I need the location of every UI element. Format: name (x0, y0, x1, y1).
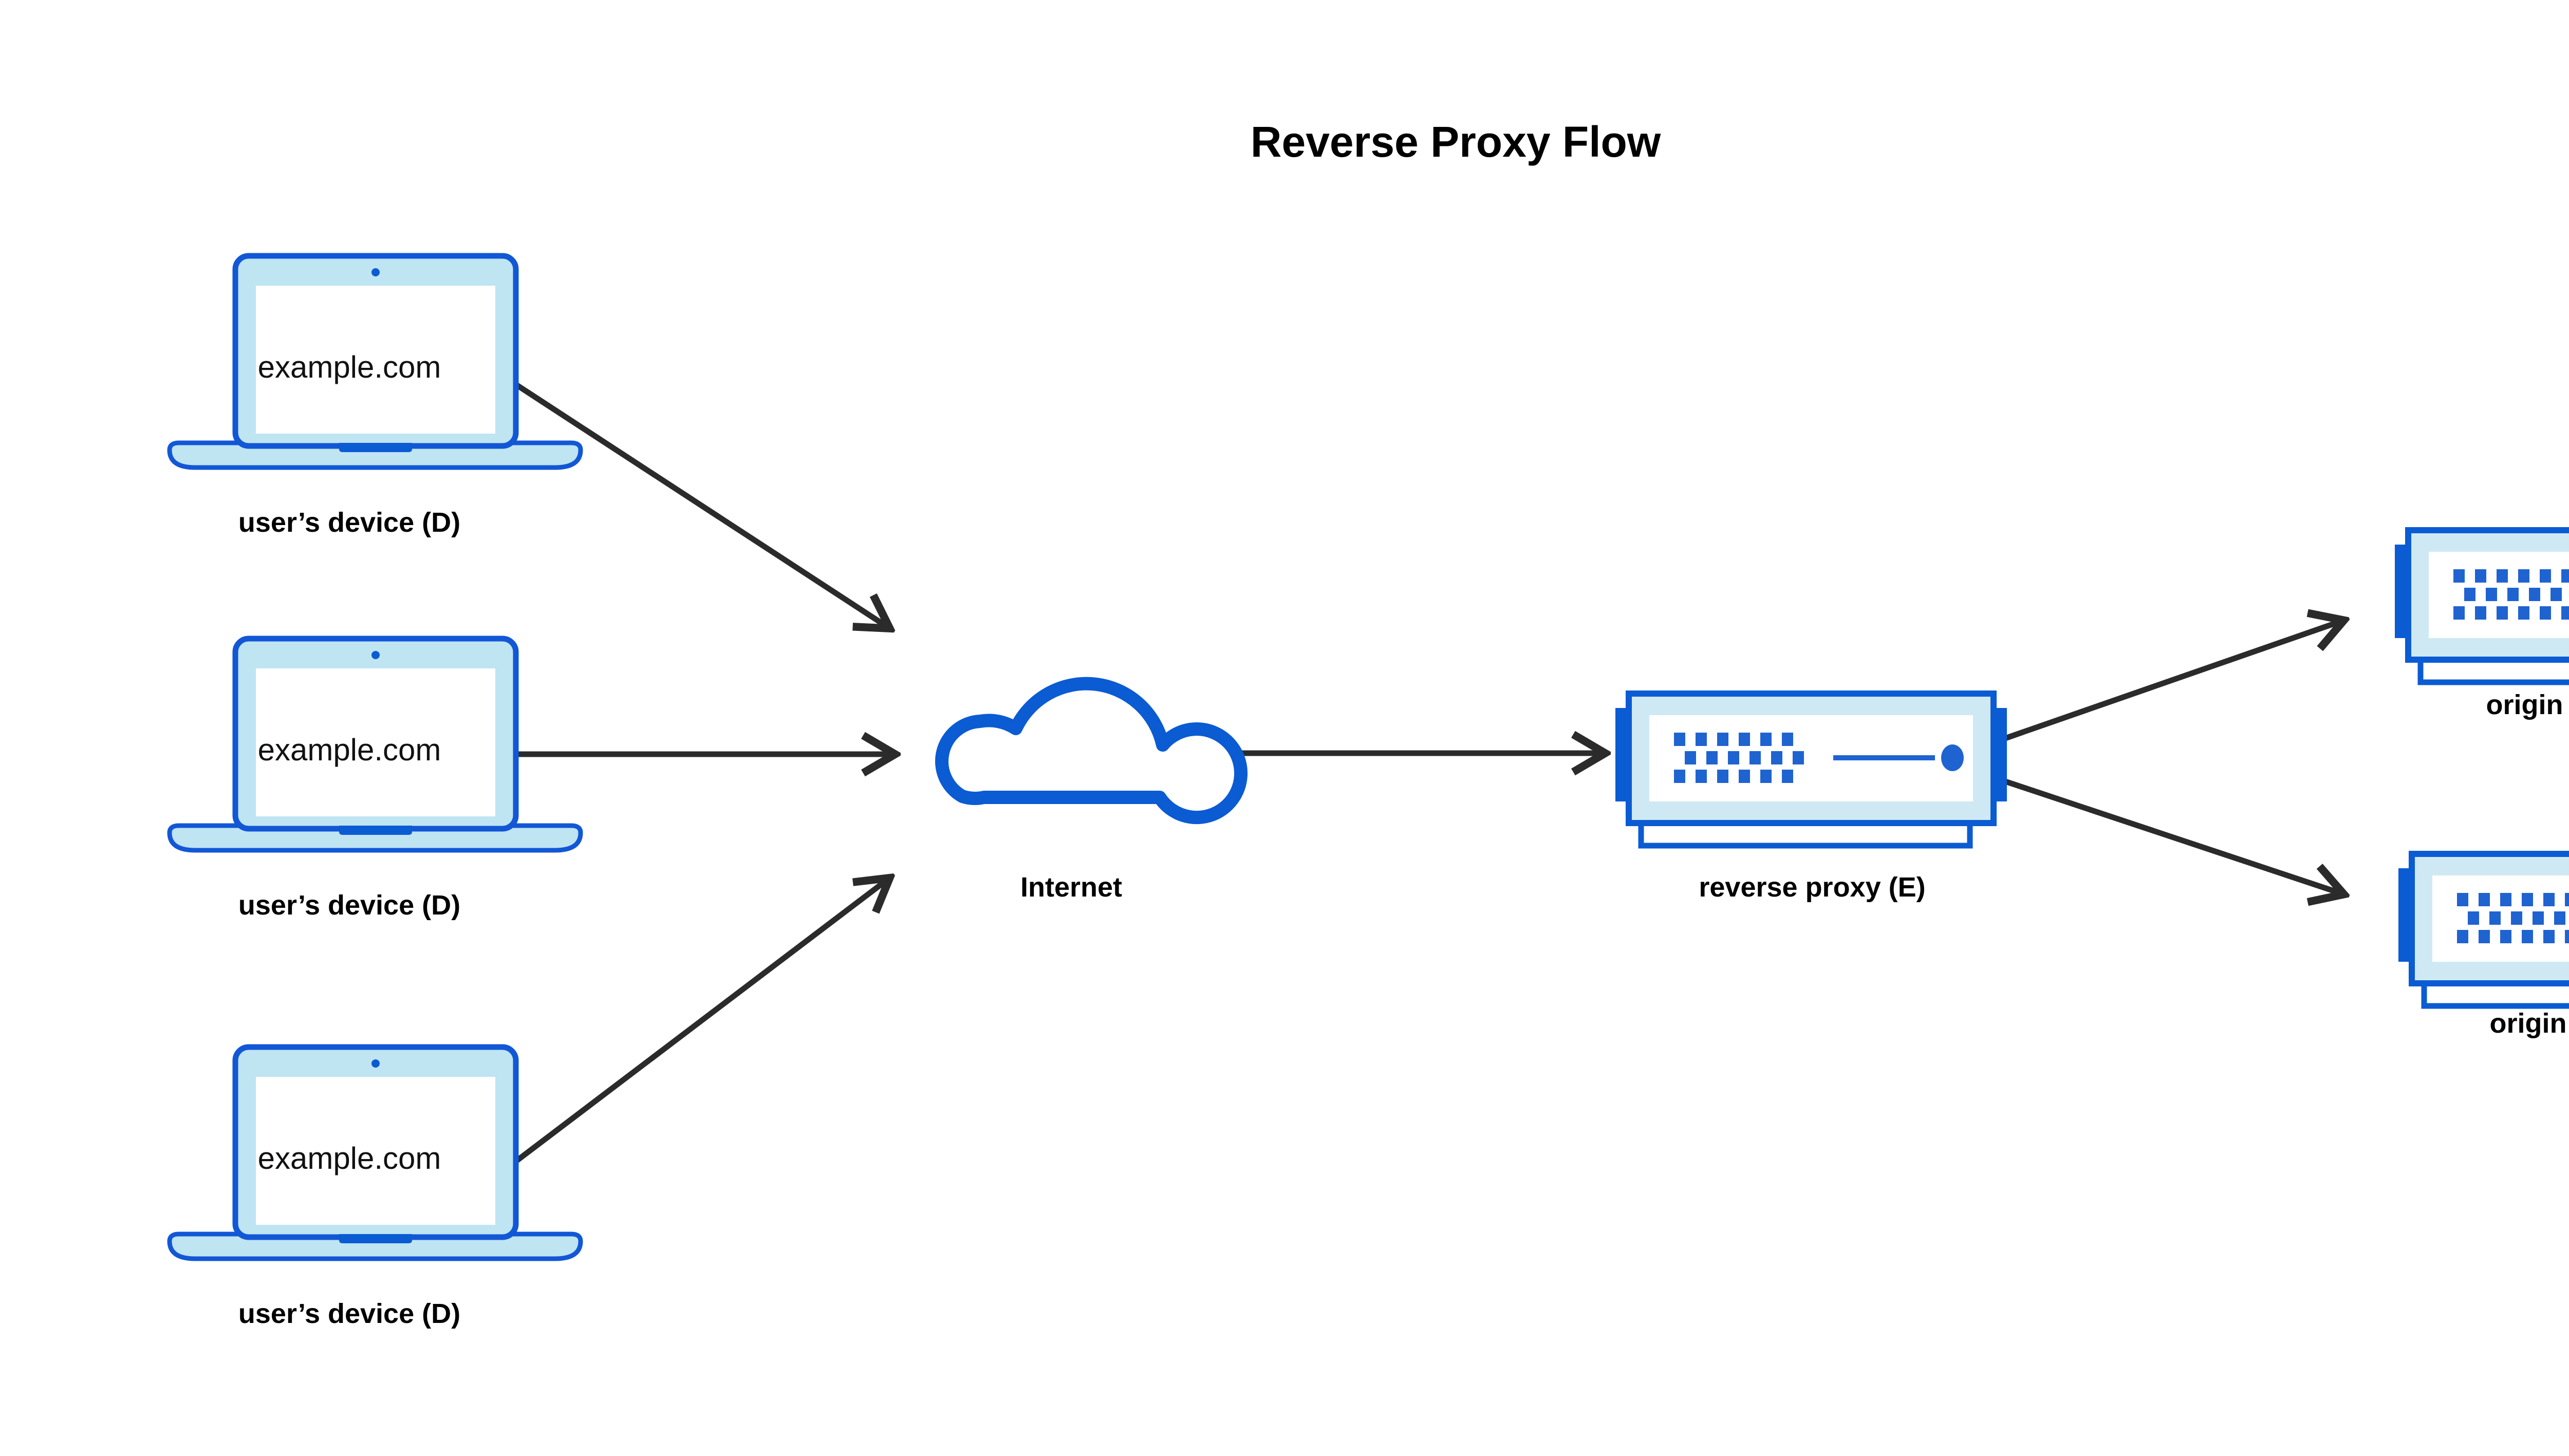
origin-server-label: origin server (F) (2486, 689, 2569, 720)
cloud-icon (942, 684, 1241, 817)
server-icon (2398, 854, 2569, 1006)
device-label: user’s device (D) (238, 890, 460, 921)
node-reverse-proxy[interactable]: reverse proxy (E) (1615, 694, 2007, 903)
connectors (513, 381, 2343, 1165)
cloud-label: Internet (1020, 872, 1122, 903)
origin-server-label: origin server (F) (2489, 1008, 2569, 1039)
arrow-proxy-to-origin-bottom (2003, 778, 2343, 894)
arrow-proxy-to-origin-top (2003, 621, 2343, 742)
node-users-device-top[interactable]: example.com user’s device (D) (170, 256, 581, 538)
device-screen-text: example.com (258, 733, 441, 767)
arrow-device-bottom-to-cloud (513, 879, 889, 1165)
page-title: Reverse Proxy Flow (1251, 118, 1661, 166)
node-origin-server-bottom[interactable]: origin server (F) (2398, 854, 2569, 1039)
node-users-device-bottom[interactable]: example.com user’s device (D) (170, 1047, 581, 1329)
server-icon (1615, 694, 2007, 846)
node-internet-cloud[interactable]: Internet (942, 684, 1241, 903)
reverse-proxy-label: reverse proxy (E) (1699, 872, 1925, 903)
device-label: user’s device (D) (238, 1298, 460, 1329)
node-origin-server-top[interactable]: origin server (F) (2395, 530, 2569, 720)
server-icon (2395, 530, 2569, 682)
device-screen-text: example.com (258, 1141, 441, 1175)
device-label: user’s device (D) (238, 507, 460, 538)
node-users-device-middle[interactable]: example.com user’s device (D) (170, 639, 581, 921)
device-screen-text: example.com (258, 350, 441, 384)
arrow-device-top-to-cloud (513, 381, 889, 628)
